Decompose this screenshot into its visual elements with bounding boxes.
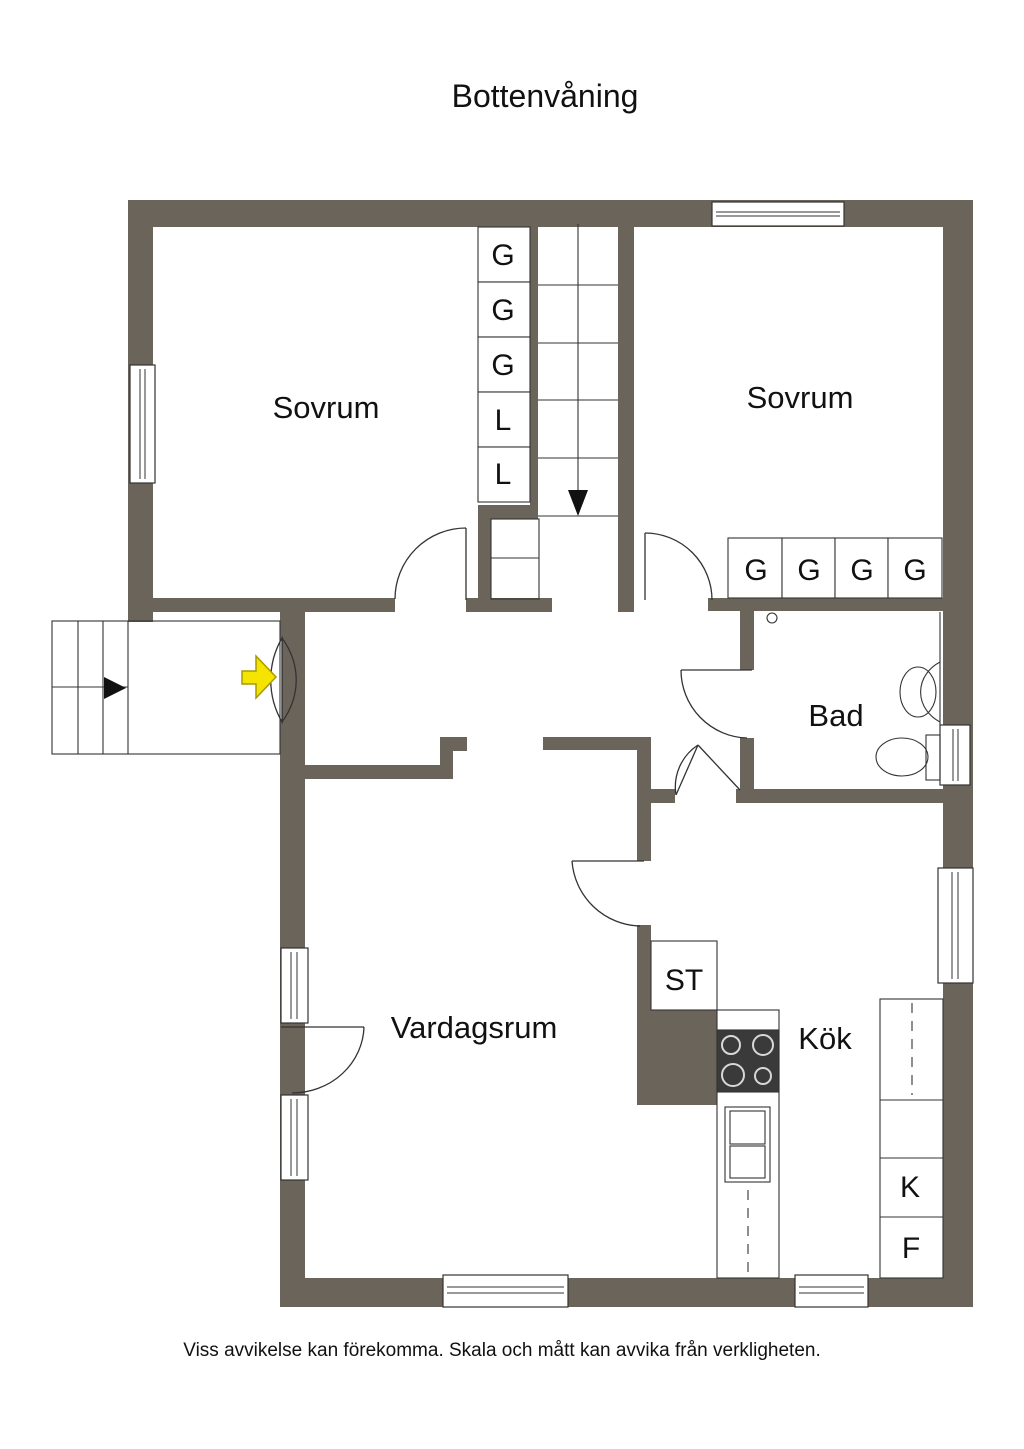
- entrance-stairs: [51, 620, 281, 755]
- doors: [270, 527, 752, 1094]
- storage-label: G: [903, 554, 926, 587]
- storage-label: G: [797, 554, 820, 587]
- room-label-bedroom-left: Sovrum: [273, 390, 380, 425]
- kitchen-fixtures: [650, 940, 944, 1279]
- windows: [129, 201, 974, 1308]
- storage-label-st: ST: [665, 964, 703, 997]
- storage-label: G: [491, 239, 514, 272]
- storage-label: G: [744, 554, 767, 587]
- storage-row: [727, 537, 943, 599]
- appliance-label-f: F: [902, 1232, 920, 1265]
- room-label-living: Vardagsrum: [391, 1010, 558, 1045]
- stove-burners: [721, 1034, 774, 1087]
- window-panes: [139, 211, 959, 1294]
- storage-label: G: [850, 554, 873, 587]
- room-label-bedroom-right: Sovrum: [747, 380, 854, 415]
- entrance-arrow-icon: [241, 654, 278, 700]
- bath-fixtures: [766, 612, 941, 781]
- storage-column: [477, 226, 531, 503]
- disclaimer: Viss avvikelse kan förekomma. Skala och …: [183, 1340, 821, 1361]
- storage-label: L: [495, 404, 512, 437]
- storage-label: G: [491, 294, 514, 327]
- storage-label: G: [491, 349, 514, 382]
- appliance-label-k: K: [900, 1171, 920, 1204]
- plan-title: Bottenvåning: [451, 78, 639, 114]
- room-label-bath: Bad: [808, 698, 863, 733]
- stairs-arrow-icon: [104, 677, 126, 699]
- stairs-down-arrow-icon: [568, 490, 588, 516]
- storage-label: L: [495, 458, 512, 491]
- room-label-kitchen: Kök: [798, 1021, 852, 1056]
